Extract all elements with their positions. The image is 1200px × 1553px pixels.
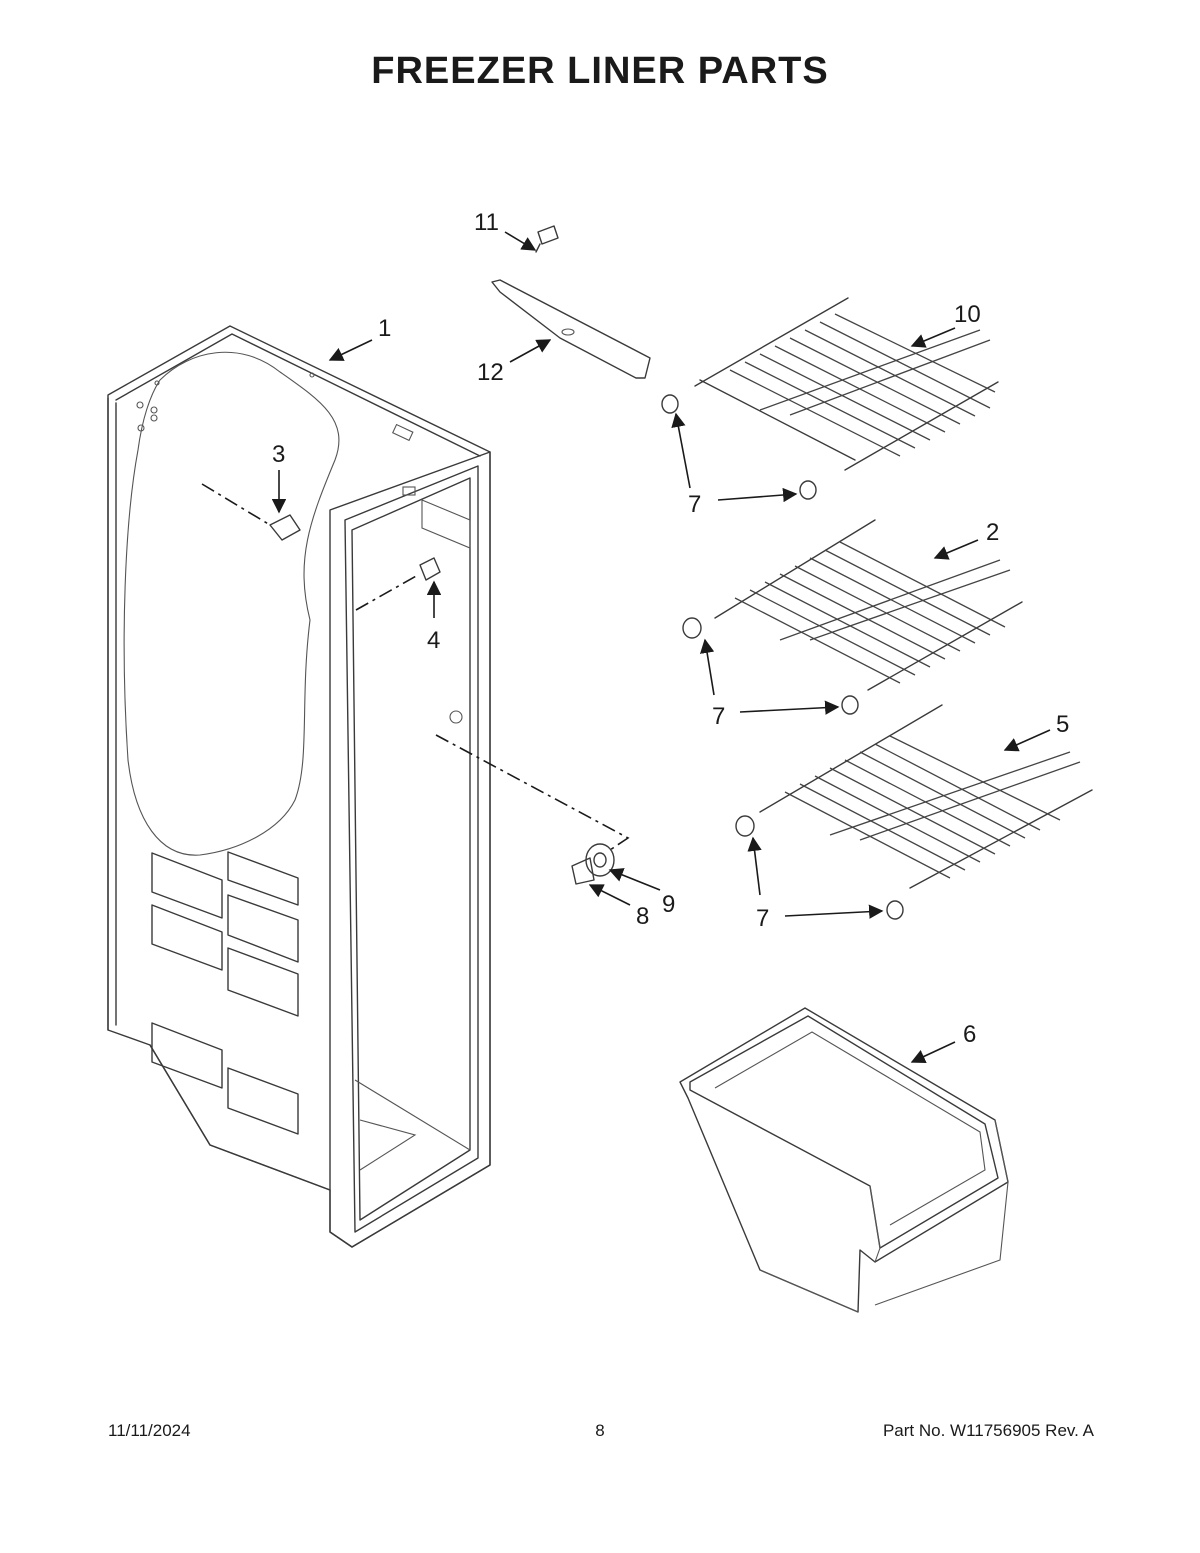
callout-11: 11: [474, 209, 499, 236]
part-3-clip: [201, 483, 301, 541]
callout-5: 5: [1056, 711, 1069, 738]
shelf-support-top-right: [799, 480, 817, 500]
callout-9: 9: [662, 891, 675, 918]
callout-12: 12: [477, 359, 504, 386]
callout-8: 8: [636, 903, 649, 930]
part-4-bracket: [355, 557, 441, 611]
callout-7-bottom: 7: [756, 905, 769, 932]
shelf-support-low-left: [735, 815, 755, 837]
part-5-wire-shelf: [735, 704, 1093, 920]
footer-part-number: Part No. W11756905 Rev. A: [882, 1421, 1094, 1440]
callout-4: 4: [427, 627, 440, 654]
part-12-rail: [491, 279, 651, 379]
footer-date: 11/11/2024: [108, 1421, 191, 1440]
page-title: FREEZER LINER PARTS: [371, 50, 829, 92]
part-11-screw: [535, 225, 559, 253]
part-8-9-hinge-assembly: [571, 843, 615, 885]
footer-page-number: 8: [595, 1421, 605, 1440]
part-10-wire-shelf: [661, 297, 999, 500]
freezer-liner: [107, 325, 491, 1248]
callout-7-top: 7: [688, 491, 701, 518]
callout-7-middle: 7: [712, 703, 725, 730]
callout-1: 1: [378, 315, 391, 342]
part-6-freezer-bin: [679, 1007, 1009, 1313]
callout-2: 2: [986, 519, 999, 546]
callout-3: 3: [272, 441, 285, 468]
shelf-support-low-right: [886, 900, 904, 920]
liner-vent-panels: [151, 851, 299, 1135]
shelf-support-top-left: [661, 394, 679, 414]
shelf-support-mid-left: [682, 617, 702, 639]
shelf-support-mid-right: [841, 695, 859, 715]
callout-10: 10: [954, 301, 981, 328]
leader-arrows: [271, 231, 1051, 1064]
part-2-wire-shelf: [682, 519, 1023, 715]
callout-6: 6: [963, 1021, 976, 1048]
